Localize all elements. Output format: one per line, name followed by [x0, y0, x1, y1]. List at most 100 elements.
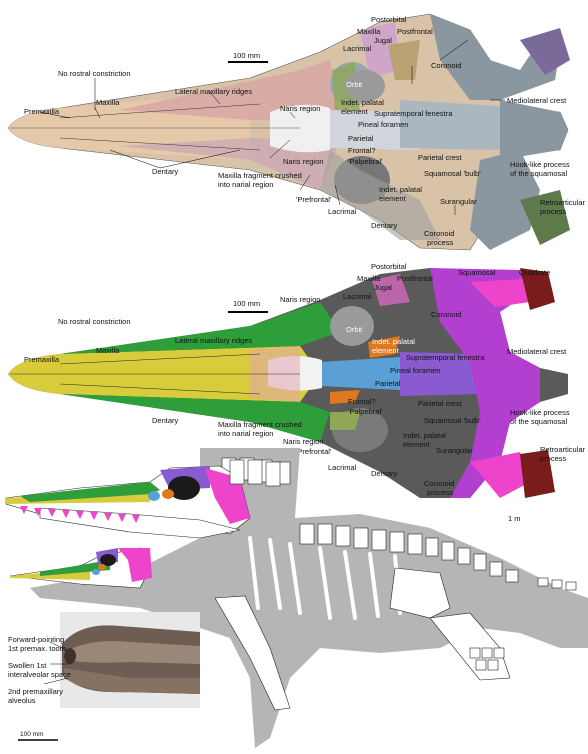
- inset-skull: [5, 459, 281, 539]
- mid-label-coronoid-proc-1: Coronoid: [424, 479, 455, 488]
- mid-label-hook-1: Hook-like process: [510, 408, 570, 417]
- mid-label-mediolateral: Mediolateral crest: [507, 347, 567, 356]
- top-label-orbit: Orbit: [346, 80, 363, 89]
- mid-label-postfrontal: Postfrontal: [397, 274, 433, 283]
- mid-label-maxilla-fragment-1: Maxilla fragment crushed: [218, 420, 302, 429]
- teeth: [20, 506, 140, 523]
- top-label-maxilla-fragment-1: Maxilla fragment crushed: [218, 171, 302, 180]
- mid-label-pineal: Pineal foramen: [390, 366, 441, 375]
- mid-scale-label: 100 mm: [233, 299, 261, 308]
- mid-label-maxilla-upper: Maxilla: [357, 274, 381, 283]
- front-flipper: [214, 595, 291, 711]
- mid-label-dentary-right: Dentary: [371, 469, 398, 478]
- mid-label-postorbital: Postorbital: [371, 262, 407, 271]
- mid-label-quadrate: Quadrate: [519, 268, 551, 277]
- mid-label-parietal-crest: Parietal crest: [418, 399, 462, 408]
- top-label-parietal-crest: Parietal crest: [418, 153, 462, 162]
- mid-label-orbit: Orbit: [346, 325, 363, 334]
- top-label-retro-1: Retroarticular: [540, 198, 586, 207]
- top-label-lacrimal: Lacrimal: [328, 207, 357, 216]
- top-label-pineal: Pineal foramen: [358, 120, 409, 129]
- top-label-coronoid-proc-1: Coronoid: [424, 229, 455, 238]
- mid-label-retro-2: process: [540, 454, 567, 463]
- pelvis: [389, 567, 451, 619]
- mid-label-prefrontal: 'Prefrontal': [296, 447, 332, 456]
- mid-label-coronoid: Coronoid: [431, 310, 462, 319]
- top-label-prefrontal: 'Prefrontal': [296, 195, 332, 204]
- mid-label-lacrimal-upper: Lacrimal: [343, 292, 372, 301]
- mid-label-maxilla: Maxilla: [96, 346, 120, 355]
- body-scale-label: 1 m: [508, 514, 521, 523]
- top-label-hook-2: of the squamosal: [510, 169, 568, 178]
- body-reconstruction: [9, 448, 588, 748]
- top-leaders: [39, 39, 505, 215]
- top-label-palpebral: 'Palpebral': [348, 157, 383, 166]
- mid-label-premaxilla: Premaxilla: [24, 355, 60, 364]
- top-label-dentary-right: Dentary: [371, 221, 398, 230]
- photo-label-alveolus-1: 2nd premaxillary: [8, 687, 64, 696]
- mid-label-indet-palatal-2: element: [372, 346, 399, 355]
- top-label-postorbital: Postorbital: [371, 15, 407, 24]
- mid-label-hook-2: of the squamosal: [510, 417, 568, 426]
- photo-label-alveolus-2: alveolus: [8, 696, 36, 705]
- mid-label-indet-palatal-4: element: [403, 440, 430, 449]
- mid-label-maxilla-fragment-2: into narial region: [218, 429, 274, 438]
- mid-label-squamosal-bulb: Squamosal 'bulb': [424, 416, 481, 425]
- top-label-hook-1: Hook-like process: [510, 160, 570, 169]
- mid-label-dentary: Dentary: [152, 416, 179, 425]
- photo-label-fwd-2: 1st premax. tooth: [8, 644, 66, 653]
- top-label-premaxilla: Premaxilla: [24, 107, 60, 116]
- top-label-indet-palatal-1: Indet. palatal: [341, 98, 384, 107]
- top-skull-panel: [7, 13, 570, 251]
- top-label-parietal: Parietal: [348, 134, 374, 143]
- top-label-squamosal-bulb: Squamosal 'bulb': [424, 169, 481, 178]
- mid-skull-panel: [8, 268, 568, 498]
- top-scale-label: 100 mm: [233, 51, 261, 60]
- top-label-indet-palatal-3: Indet. palatal: [379, 185, 422, 194]
- mid-label-supratemporal: Supratemporal fenestra: [406, 353, 485, 362]
- mid-label-palpebral: 'Palpebral': [348, 407, 383, 416]
- photo-label-fwd-1: Forward-pointing: [8, 635, 65, 644]
- mid-label-lacrimal: Lacrimal: [328, 463, 357, 472]
- mid-label-squamosal: Squamosal: [458, 268, 496, 277]
- top-label-dentary: Dentary: [152, 167, 179, 176]
- mid-skull: [8, 268, 568, 498]
- mid-label-no-rostral: No rostral constriction: [58, 317, 131, 326]
- top-label-frontal: Frontal?: [348, 146, 376, 155]
- top-label-coronoid: Coronoid: [431, 61, 462, 70]
- photo-scale-label: 100 mm: [20, 731, 44, 738]
- top-label-lateral-ridges: Lateral maxillary ridges: [175, 87, 253, 96]
- top-label-indet-palatal-4: element: [379, 194, 406, 203]
- body-silhouette: [30, 448, 588, 748]
- photo-label-swollen-1: Swollen 1st: [8, 661, 47, 670]
- small-skull: [9, 547, 152, 589]
- mid-label-frontal: Frontal?: [348, 397, 376, 406]
- mid-label-naris-top: Naris region: [280, 295, 321, 304]
- top-label-coronoid-proc-2: process: [427, 238, 454, 247]
- top-skull: [7, 13, 570, 251]
- photo-label-swollen-2: interalveolar space: [8, 670, 71, 679]
- top-label-surangular: Surangular: [440, 197, 477, 206]
- mid-label-indet-palatal-1: Indet. palatal: [372, 337, 415, 346]
- mid-label-surangular: Surangular: [436, 446, 473, 455]
- top-label-postfrontal: Postfrontal: [397, 27, 433, 36]
- top-label-maxilla: Maxilla: [96, 98, 120, 107]
- mid-label-retro-1: Retroarticular: [540, 445, 586, 454]
- top-label-retro-2: process: [540, 207, 567, 216]
- top-label-naris-left: Naris region: [283, 157, 324, 166]
- top-label-mediolateral: Mediolateral crest: [507, 96, 567, 105]
- top-label-jugal: Jugal: [374, 36, 392, 45]
- mid-label-jugal: Jugal: [374, 283, 392, 292]
- mid-label-naris-bottom: Naris region: [283, 437, 324, 446]
- top-label-indet-palatal-2: element: [341, 107, 368, 116]
- tooth-photo-inset: [0, 612, 200, 749]
- top-label-maxilla-fragment-2: into narial region: [218, 180, 274, 189]
- mid-label-parietal: Parietal: [375, 379, 401, 388]
- paddle-blocks: [469, 577, 577, 671]
- mid-label-indet-palatal-3: Indet. palatal: [403, 431, 446, 440]
- mid-label-coronoid-proc-2: process: [427, 488, 454, 497]
- top-label-no-rostral: No rostral constriction: [58, 69, 131, 78]
- top-label-supratemporal: Supratemporal fenestra: [374, 109, 453, 118]
- top-label-lacrimal-upper: Lacrimal: [343, 44, 372, 53]
- mid-label-lateral-ridges: Lateral maxillary ridges: [175, 336, 253, 345]
